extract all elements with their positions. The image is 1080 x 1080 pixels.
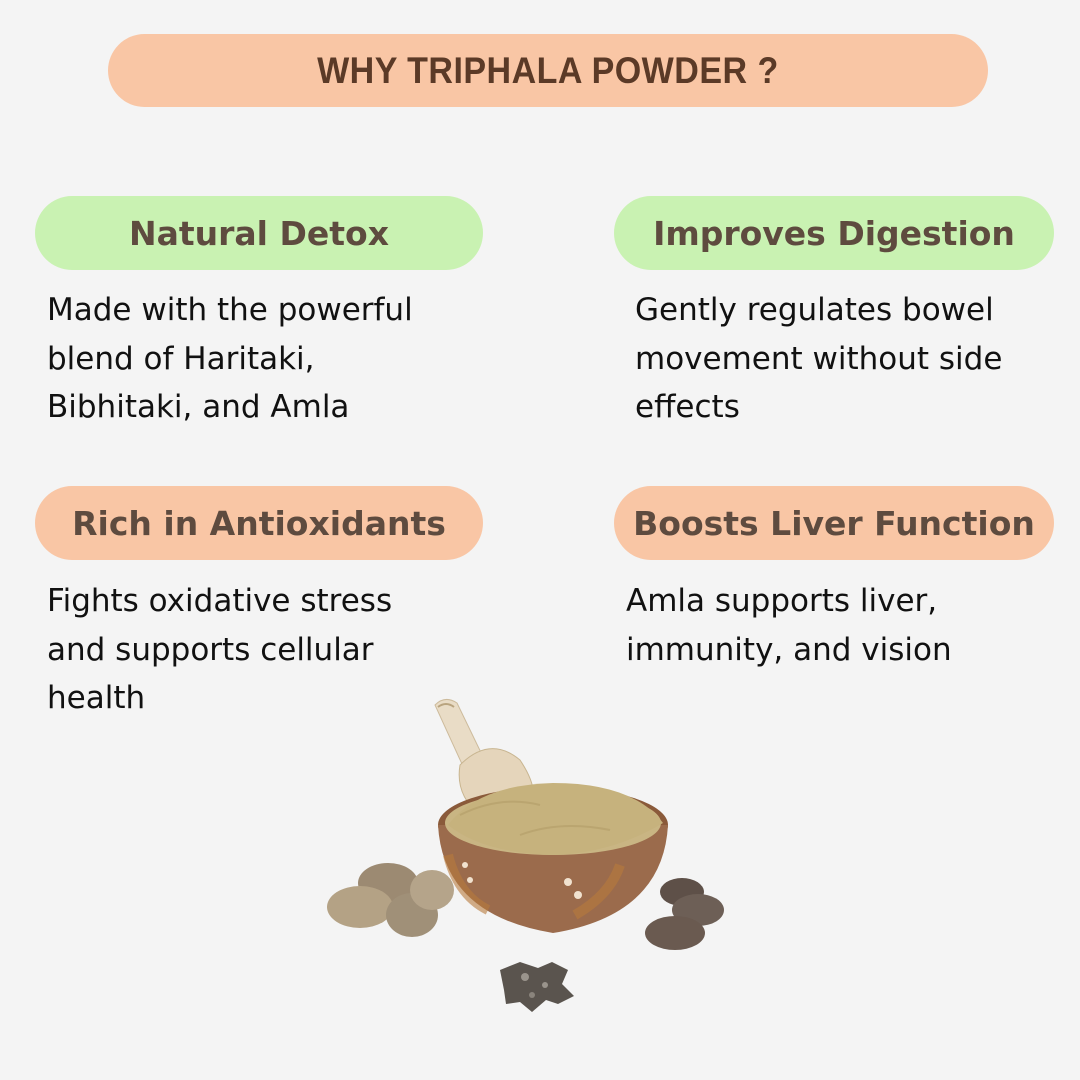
description-line: Amla supports liver,	[626, 583, 938, 619]
benefit-pill-natural-detox: Natural Detox	[35, 196, 483, 270]
benefit-title: Rich in Antioxidants	[72, 503, 446, 543]
description-line: effects	[635, 389, 740, 425]
description-line: Gently regulates bowel	[635, 292, 994, 328]
triphala-product-image	[327, 699, 724, 1012]
bibhitaki-fruit-icon	[645, 878, 724, 950]
description-line: Made with the powerful	[47, 292, 413, 328]
wooden-bowl-icon	[438, 783, 668, 933]
benefit-description-rich-in-antioxidants: Fights oxidative stress and supports cel…	[47, 577, 392, 723]
benefit-description-improves-digestion: Gently regulates bowel movement without …	[635, 286, 1002, 432]
benefit-description-boosts-liver-function: Amla supports liver, immunity, and visio…	[626, 577, 952, 674]
description-line: Fights oxidative stress	[47, 583, 393, 619]
description-line: health	[47, 680, 146, 716]
haritaki-fruit-icon	[327, 863, 454, 937]
dried-amla-icon	[500, 962, 574, 1012]
description-line: movement without side	[635, 340, 1003, 377]
page-title: WHY TRIPHALA POWDER ?	[317, 49, 779, 91]
title-banner: WHY TRIPHALA POWDER ?	[108, 34, 988, 107]
benefit-pill-boosts-liver-function: Boosts Liver Function	[614, 486, 1054, 560]
description-line: blend of Haritaki,	[47, 340, 315, 377]
benefit-title: Natural Detox	[128, 213, 389, 253]
benefit-pill-rich-in-antioxidants: Rich in Antioxidants	[35, 486, 483, 560]
benefit-pill-improves-digestion: Improves Digestion	[614, 196, 1054, 270]
description-line: Bibhitaki, and Amla	[47, 389, 350, 425]
benefit-title: Improves Digestion	[653, 213, 1015, 253]
benefit-title: Boosts Liver Function	[633, 503, 1035, 543]
description-line: and supports cellular	[47, 631, 374, 668]
description-line: immunity, and vision	[626, 631, 952, 668]
benefit-description-natural-detox: Made with the powerful blend of Haritaki…	[47, 286, 413, 432]
